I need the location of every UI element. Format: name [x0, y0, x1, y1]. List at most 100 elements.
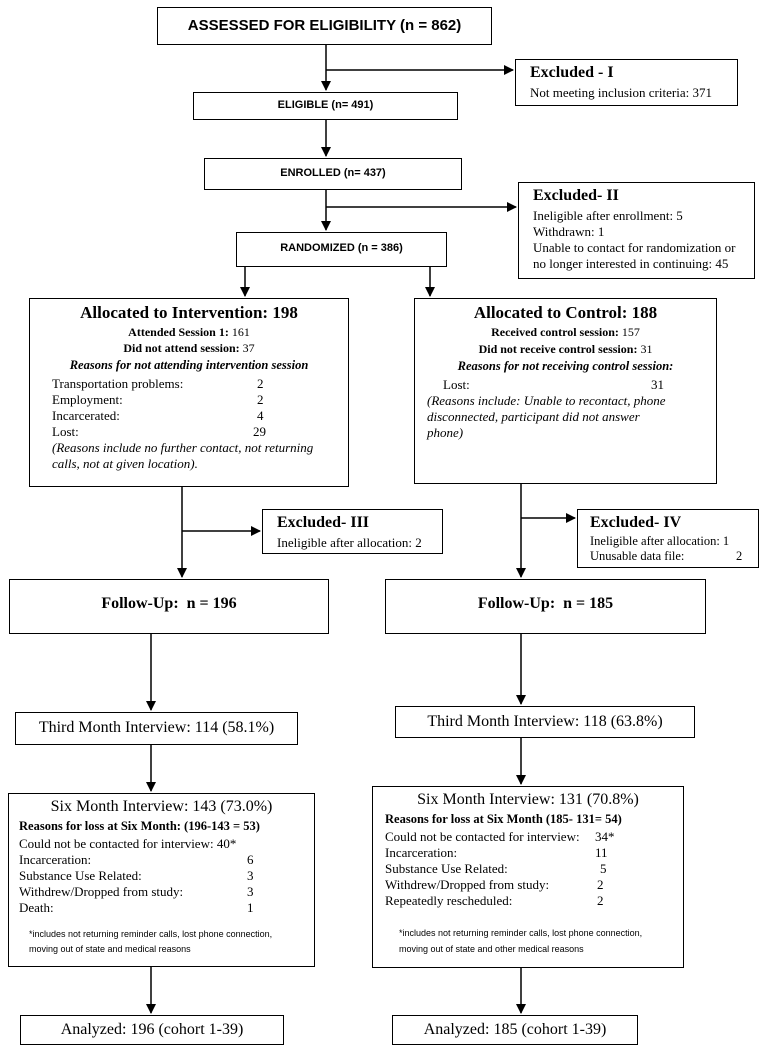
analyzed-right-label: Analyzed: 185 (cohort 1-39): [423, 1021, 607, 1038]
assessed-box: ASSESSED FOR ELIGIBILITY (n = 862): [157, 7, 492, 45]
enrolled-box: ENROLLED (n= 437): [204, 158, 462, 190]
intervention-box: Allocated to Intervention: 198 Attended …: [29, 298, 349, 487]
six-right-footnote-2: moving out of state and other medical re…: [399, 944, 584, 954]
reason-label: Substance Use Related:: [385, 861, 508, 876]
control-received: Received control session: 157: [415, 325, 716, 340]
excluded-3-box: Excluded- III Ineligible after allocatio…: [262, 509, 443, 554]
intervention-note-2: calls, not at given location).: [52, 456, 198, 471]
excluded-1-title: Excluded - I: [530, 64, 614, 81]
excluded-3-title: Excluded- III: [277, 514, 370, 531]
lost-value: 31: [651, 377, 664, 392]
excluded-4-label: Unusable data file:: [590, 549, 685, 563]
reason-value: 3: [247, 884, 254, 899]
intervention-reasons-title: Reasons for not attending intervention s…: [69, 358, 309, 372]
reason-label: Repeatedly rescheduled:: [385, 893, 513, 908]
six-month-left-reasons-title: Reasons for loss at Six Month: (196-143 …: [19, 819, 260, 833]
reason-value: 2: [257, 392, 264, 407]
excluded-2-title: Excluded- II: [533, 187, 619, 204]
not-attended-label: Did not attend session:: [123, 341, 240, 355]
reason-value: 3: [247, 868, 254, 883]
enrolled-label: ENROLLED (n= 437): [280, 167, 386, 179]
assessed-label: ASSESSED FOR ELIGIBILITY (n = 862): [187, 17, 462, 34]
followup-left-box: Follow-Up: n = 196: [9, 579, 329, 634]
reason-label: Transportation problems:: [52, 376, 184, 391]
excluded-4-title: Excluded- IV: [590, 514, 682, 531]
intervention-not-attended: Did not attend session: 37: [30, 341, 348, 356]
lost-label: Lost:: [443, 377, 470, 392]
attended-label: Attended Session 1:: [128, 325, 229, 339]
followup-right-box: Follow-Up: n = 185: [385, 579, 706, 634]
analyzed-right-box: Analyzed: 185 (cohort 1-39): [392, 1015, 638, 1045]
control-note-1: (Reasons include: Unable to recontact, p…: [427, 393, 666, 408]
third-month-right-box: Third Month Interview: 118 (63.8%): [395, 706, 695, 738]
reason-label: Incarceration:: [385, 845, 458, 860]
control-note-3: phone): [427, 425, 464, 440]
control-not-received: Did not receive control session: 31: [415, 342, 716, 357]
analyzed-left-box: Analyzed: 196 (cohort 1-39): [20, 1015, 284, 1045]
reason-label: Could not be contacted for interview:: [385, 829, 580, 844]
randomized-label: RANDOMIZED (n = 386): [280, 242, 403, 254]
not-received-value: 31: [640, 342, 653, 356]
reason-value: 2: [597, 893, 604, 908]
third-month-right-label: Third Month Interview: 118 (63.8%): [427, 713, 663, 730]
six-left-footnote-2: moving out of state and medical reasons: [29, 944, 191, 954]
six-month-left-box: Six Month Interview: 143 (73.0%) Reasons…: [8, 793, 315, 967]
reason-value: 4: [257, 408, 264, 423]
third-month-left-box: Third Month Interview: 114 (58.1%): [15, 712, 298, 745]
six-month-right-box: Six Month Interview: 131 (70.8%) Reasons…: [372, 786, 684, 968]
third-month-left-label: Third Month Interview: 114 (58.1%): [38, 719, 275, 736]
reason-label: Incarcerated:: [52, 408, 120, 423]
reason-label: Employment:: [52, 392, 123, 407]
reason-label: Could not be contacted for interview: 40…: [19, 836, 237, 851]
reason-label: Lost:: [52, 424, 79, 439]
control-note-2: disconnected, participant did not answer: [427, 409, 640, 424]
randomized-box: RANDOMIZED (n = 386): [236, 232, 447, 267]
excluded-4-box: Excluded- IV Ineligible after allocation…: [577, 509, 759, 568]
excluded-2-line-1: Ineligible after enrollment: 5: [533, 208, 683, 223]
reason-value: 5: [600, 861, 607, 876]
not-attended-value: 37: [242, 341, 255, 355]
not-received-label: Did not receive control session:: [478, 342, 638, 356]
reason-label: Withdrew/Dropped from study:: [385, 877, 550, 892]
followup-right-label: Follow-Up: n = 185: [477, 595, 614, 612]
reason-value: 1: [247, 900, 254, 915]
reason-value: 29: [253, 424, 266, 439]
six-month-right-title: Six Month Interview: 131 (70.8%): [417, 791, 639, 808]
six-month-left-title: Six Month Interview: 143 (73.0%): [50, 798, 273, 815]
reason-label: Death:: [19, 900, 54, 915]
reason-value: 2: [257, 376, 264, 391]
six-left-footnote-1: *includes not returning reminder calls, …: [29, 929, 273, 939]
reason-value: 11: [595, 845, 608, 860]
reason-label: Withdrew/Dropped from study:: [19, 884, 184, 899]
reason-label: Substance Use Related:: [19, 868, 142, 883]
excluded-2-line-3: Unable to contact for randomization or: [533, 240, 736, 255]
eligible-box: ELIGIBLE (n= 491): [193, 92, 458, 120]
excluded-4-value: 2: [736, 549, 743, 563]
intervention-attended: Attended Session 1: 161: [30, 325, 348, 340]
excluded-1-box: Excluded - I Not meeting inclusion crite…: [515, 59, 738, 106]
attended-value: 161: [231, 325, 250, 339]
control-reasons-title: Reasons for not receiving control sessio…: [457, 359, 674, 373]
excluded-4-line-1: Ineligible after allocation: 1: [590, 534, 730, 548]
intervention-note-1: (Reasons include no further contact, not…: [52, 440, 314, 455]
followup-left-label: Follow-Up: n = 196: [101, 595, 237, 612]
excluded-1-line: Not meeting inclusion criteria: 371: [530, 85, 712, 100]
reason-label: Incarceration:: [19, 852, 92, 867]
intervention-title: Allocated to Intervention: 198: [80, 303, 298, 322]
excluded-3-line: Ineligible after allocation: 2: [277, 535, 422, 550]
reason-value: 34*: [595, 829, 615, 844]
received-label: Received control session:: [491, 325, 619, 339]
excluded-2-line-2: Withdrawn: 1: [533, 224, 605, 239]
six-month-right-reasons-title: Reasons for loss at Six Month (185- 131=…: [385, 812, 622, 826]
excluded-2-line-4: no longer interested in continuing: 45: [533, 256, 729, 271]
reason-value: 2: [597, 877, 604, 892]
analyzed-left-label: Analyzed: 196 (cohort 1-39): [60, 1021, 244, 1038]
control-box: Allocated to Control: 188 Received contr…: [414, 298, 717, 484]
received-value: 157: [621, 325, 640, 339]
eligible-label: ELIGIBLE (n= 491): [277, 99, 374, 111]
reason-value: 6: [247, 852, 254, 867]
excluded-2-box: Excluded- II Ineligible after enrollment…: [518, 182, 755, 279]
control-title: Allocated to Control: 188: [473, 303, 658, 322]
six-right-footnote-1: *includes not returning reminder calls, …: [399, 928, 643, 938]
